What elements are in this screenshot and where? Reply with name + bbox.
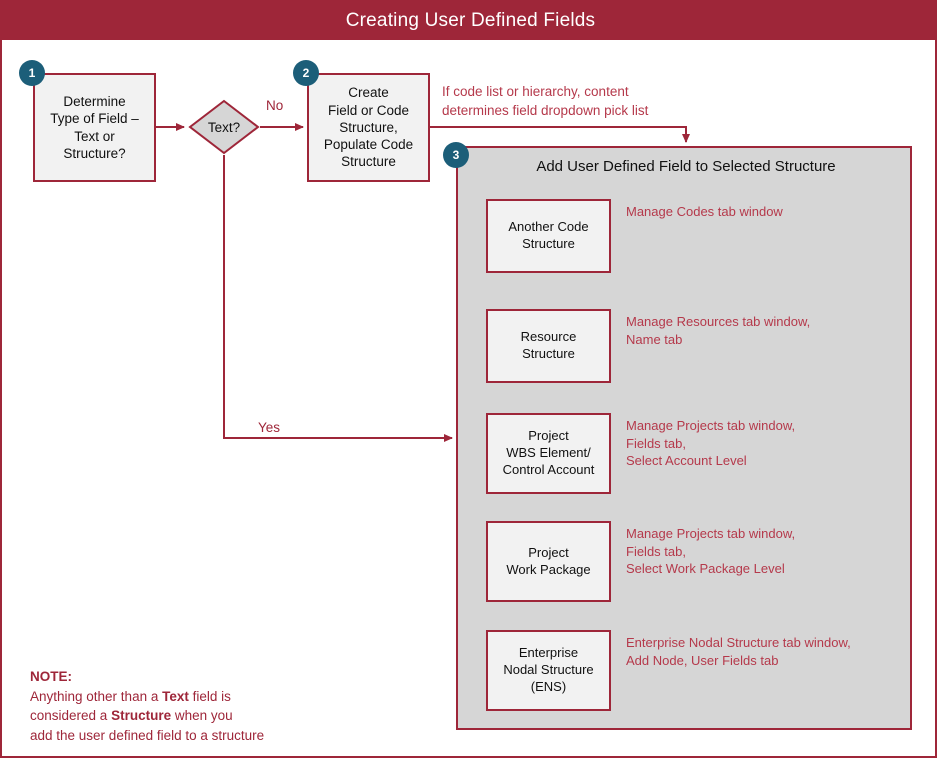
structure-row: Resource Structure Manage Resources tab … [486, 309, 906, 383]
step-badge-1: 1 [19, 60, 45, 86]
step-badge-2: 2 [293, 60, 319, 86]
structure-box[interactable]: Another Code Structure [486, 199, 611, 273]
note-block: NOTE: Anything other than a Text field i… [30, 667, 360, 745]
container-title: Add User Defined Field to Selected Struc… [536, 158, 836, 175]
edge-label-yes: Yes [258, 420, 281, 435]
structure-box[interactable]: Resource Structure [486, 309, 611, 383]
note-line-3: add the user defined field to a structur… [30, 727, 265, 743]
structure-note: Manage Projects tab window, Fields tab, … [626, 526, 796, 577]
process-box-determine-type[interactable]: Determine Type of Field – Text or Struct… [33, 73, 156, 182]
note-emphasis-structure: Structure [111, 708, 172, 724]
note-heading: NOTE: [30, 669, 72, 684]
structure-note: Manage Projects tab window, Fields tab, … [626, 418, 796, 469]
structure-note: Manage Codes tab window [626, 204, 783, 219]
structure-row: Another Code Structure Manage Codes tab … [486, 199, 906, 273]
container-add-udf: Add User Defined Field to Selected Struc… [456, 146, 912, 730]
structure-row: Enterprise Nodal Structure (ENS) Enterpr… [486, 630, 906, 711]
note-line-1-c: field is [188, 688, 231, 704]
structure-box[interactable]: Project Work Package [486, 521, 611, 602]
note-emphasis-text: Text [162, 688, 189, 704]
page-title: Creating User Defined Fields [2, 2, 935, 40]
note-line-1-a: Anything other than a [30, 688, 163, 704]
note-line-1: Anything other than a Text field is [30, 687, 360, 707]
structure-note: Manage Resources tab window, Name tab [626, 314, 811, 347]
decision-label: Text? [207, 119, 241, 135]
edge-label-no: No [266, 98, 284, 113]
process-box-create-field[interactable]: Create Field or Code Structure, Populate… [307, 73, 430, 182]
structure-row: Project WBS Element/ Control Account Man… [486, 413, 906, 494]
annotation-code-list: If code list or hierarchy, content deter… [442, 84, 649, 118]
note-line-2-a: considered a [30, 708, 112, 724]
step-badge-3: 3 [443, 142, 469, 168]
note-line-2-c: when you [171, 708, 233, 724]
structure-box[interactable]: Project WBS Element/ Control Account [486, 413, 611, 494]
diamond-shape [188, 99, 260, 155]
structure-row: Project Work Package Manage Projects tab… [486, 521, 906, 602]
note-line-2: considered a Structure when you [30, 706, 360, 726]
structure-box[interactable]: Enterprise Nodal Structure (ENS) [486, 630, 611, 711]
decision-diamond[interactable]: Text? [188, 99, 260, 155]
structure-note: Enterprise Nodal Structure tab window, A… [626, 635, 851, 668]
